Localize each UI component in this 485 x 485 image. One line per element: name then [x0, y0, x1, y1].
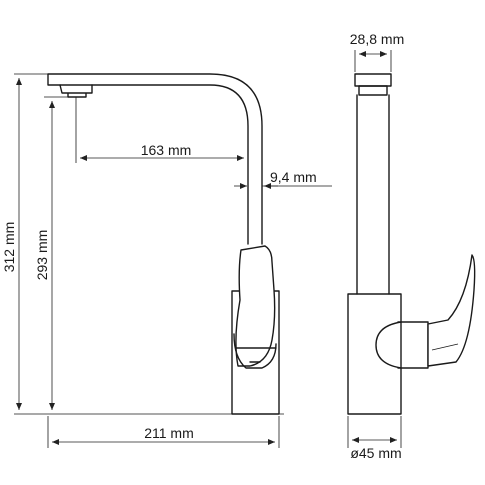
dimension-side-width: 28,8 mm — [350, 31, 404, 72]
side-handle — [397, 321, 429, 369]
dimension-spout-height: 293 mm — [34, 96, 68, 410]
dimension-spout-reach: 163 mm — [75, 97, 244, 163]
side-lever — [427, 254, 476, 367]
handle-lever — [235, 245, 276, 367]
side-pipe — [356, 94, 390, 295]
dimension-total-height: 312 mm — [1, 73, 228, 415]
label-base-diameter: ø45 mm — [350, 445, 401, 461]
handle-base — [233, 333, 277, 369]
dimension-pipe-diameter: 9,4 mm — [234, 169, 332, 189]
label-spout-reach: 163 mm — [141, 142, 192, 158]
spout-outline — [47, 73, 263, 245]
label-spout-height: 293 mm — [34, 230, 50, 281]
side-spout-top — [354, 73, 392, 87]
side-handle-cap — [375, 321, 402, 369]
label-total-depth: 211 mm — [144, 425, 194, 441]
label-side-width: 28,8 mm — [350, 31, 404, 47]
dimension-base-diameter: ø45 mm — [347, 416, 402, 461]
label-total-height: 312 mm — [1, 222, 17, 273]
aerator — [59, 84, 93, 98]
dimension-total-depth: 211 mm — [47, 416, 280, 448]
side-aerator — [358, 85, 388, 96]
front-view-faucet — [47, 73, 284, 415]
label-pipe-diameter: 9,4 mm — [270, 169, 317, 185]
side-view-faucet — [347, 73, 476, 415]
